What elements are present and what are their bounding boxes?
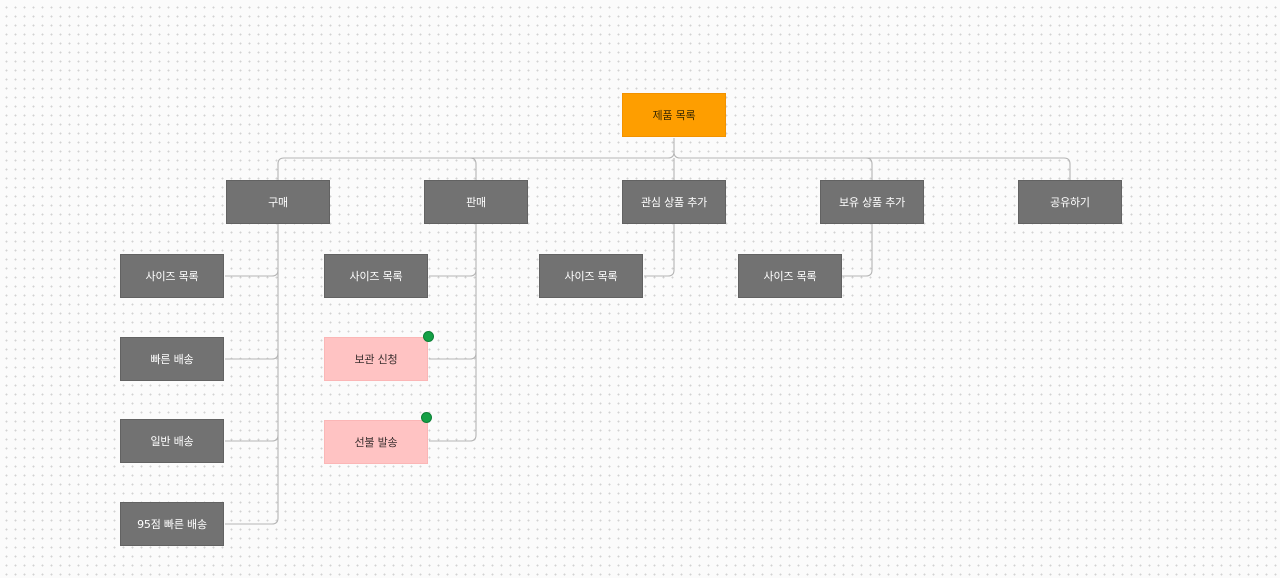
node-fast-shipping-label: 빠른 배송 (150, 353, 194, 366)
node-normal-shipping-label: 일반 배송 (150, 435, 194, 448)
node-storage-request-label: 보관 신청 (354, 353, 398, 366)
node-add-wishlist[interactable]: 관심 상품 추가 (622, 180, 726, 224)
node-add-owned-label: 보유 상품 추가 (838, 196, 906, 209)
connector-bus-right (673, 151, 1071, 180)
node-wishlist-size-list[interactable]: 사이즈 목록 (539, 254, 643, 298)
node-buy-size-list-label: 사이즈 목록 (145, 270, 199, 283)
node-add-wishlist-label: 관심 상품 추가 (640, 196, 708, 209)
connector-sell-size (429, 269, 477, 277)
node-share[interactable]: 공유하기 (1018, 180, 1122, 224)
node-sell[interactable]: 판매 (424, 180, 528, 224)
connector-sell-trunk (429, 224, 477, 442)
connector-root-bus (277, 138, 675, 180)
node-fast-shipping-95-label: 95점 빠른 배송 (137, 518, 207, 531)
comment-marker-icon[interactable] (423, 331, 434, 342)
node-fast-shipping[interactable]: 빠른 배송 (120, 337, 224, 381)
node-sell-size-list-label: 사이즈 목록 (349, 270, 403, 283)
node-add-owned[interactable]: 보유 상품 추가 (820, 180, 924, 224)
node-fast-shipping-95[interactable]: 95점 빠른 배송 (120, 502, 224, 546)
connector-owned-size (842, 224, 873, 277)
connector-wishlist-size (644, 224, 675, 277)
node-prepaid-shipping[interactable]: 선불 발송 (324, 420, 428, 464)
node-product-list-label: 제품 목록 (652, 109, 696, 122)
connector-buy-size (225, 269, 279, 277)
node-storage-request[interactable]: 보관 신청 (324, 337, 428, 381)
node-wishlist-size-list-label: 사이즈 목록 (564, 270, 618, 283)
node-product-list[interactable]: 제품 목록 (622, 93, 726, 137)
node-share-label: 공유하기 (1050, 196, 1090, 209)
node-buy-label: 구매 (268, 196, 288, 209)
node-normal-shipping[interactable]: 일반 배송 (120, 419, 224, 463)
connector-sell-storage (429, 352, 477, 360)
node-prepaid-shipping-label: 선불 발송 (354, 436, 398, 449)
node-owned-size-list-label: 사이즈 목록 (763, 270, 817, 283)
connector-buy-fast (225, 352, 279, 360)
node-owned-size-list[interactable]: 사이즈 목록 (738, 254, 842, 298)
node-sell-size-list[interactable]: 사이즈 목록 (324, 254, 428, 298)
node-buy-size-list[interactable]: 사이즈 목록 (120, 254, 224, 298)
node-buy[interactable]: 구매 (226, 180, 330, 224)
connector-buy-trunk (225, 224, 279, 525)
node-sell-label: 판매 (466, 196, 486, 209)
connector-buy-normal (225, 434, 279, 442)
connector-to-owned (865, 157, 873, 180)
comment-marker-icon[interactable] (421, 412, 432, 423)
connector-to-sell (469, 157, 477, 180)
